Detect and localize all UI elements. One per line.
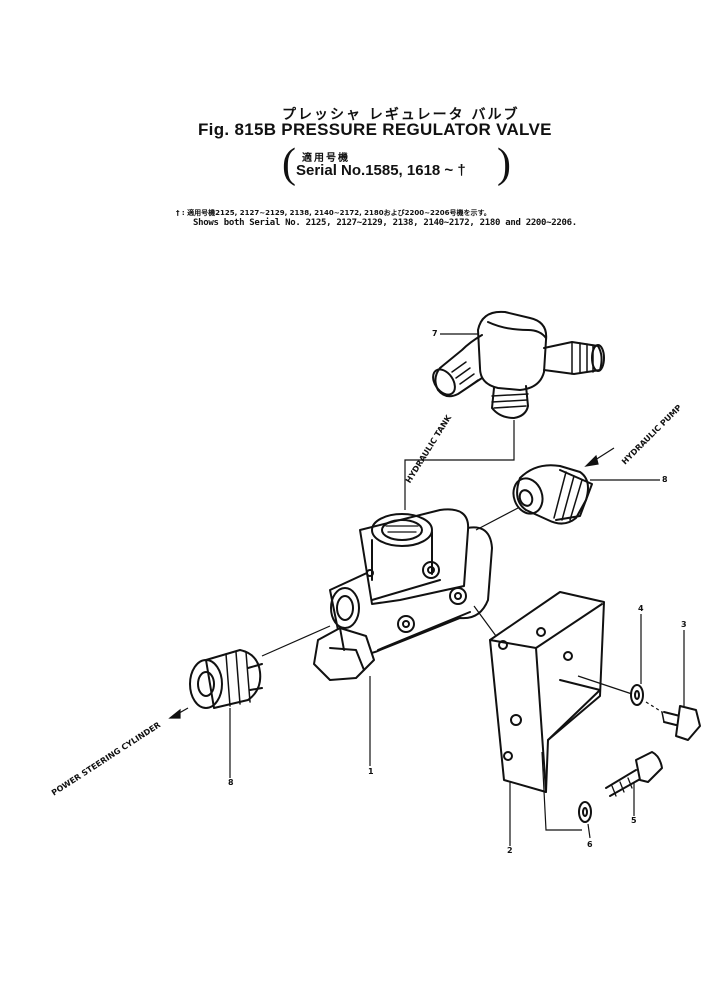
washer-part-4 [630, 684, 644, 706]
bolt-part-5 [605, 751, 663, 797]
open-paren: ( [282, 141, 296, 187]
figure-title: Fig. 815B PRESSURE REGULATOR VALVE [198, 120, 552, 139]
bracket-part-2 [489, 591, 605, 793]
callout-2: 2 [507, 846, 513, 855]
callout-6: 6 [587, 840, 593, 849]
callout-3: 3 [681, 620, 687, 629]
callout-5: 5 [631, 816, 637, 825]
connector-part-8-upper [512, 464, 593, 525]
callout-1: 1 [368, 767, 374, 776]
serial-label-japanese: 適用号機 [302, 153, 350, 164]
tee-fitting-part-7 [432, 310, 605, 419]
close-paren: ) [497, 141, 511, 187]
valve-body-part-1 [313, 508, 493, 681]
serial-number: Serial No.1585, 1618 ~ † [296, 162, 466, 179]
bolt-part-3 [661, 705, 701, 741]
connector-part-8-lower [189, 649, 263, 709]
leader-6 [587, 823, 591, 839]
callout-4: 4 [638, 604, 644, 613]
note-japanese: † : 適用号機2125, 2127~2129, 2138, 2140~2172… [176, 209, 491, 217]
callout-7: 7 [432, 329, 438, 338]
callout-8-upper: 8 [662, 475, 668, 484]
lockwasher-part-6 [578, 801, 592, 823]
note-english: Shows both Serial No. 2125, 2127~2129, 2… [193, 218, 577, 228]
callout-8-lower: 8 [228, 778, 234, 787]
title-japanese: プレッシャ レギュレータ バルブ [282, 107, 520, 123]
